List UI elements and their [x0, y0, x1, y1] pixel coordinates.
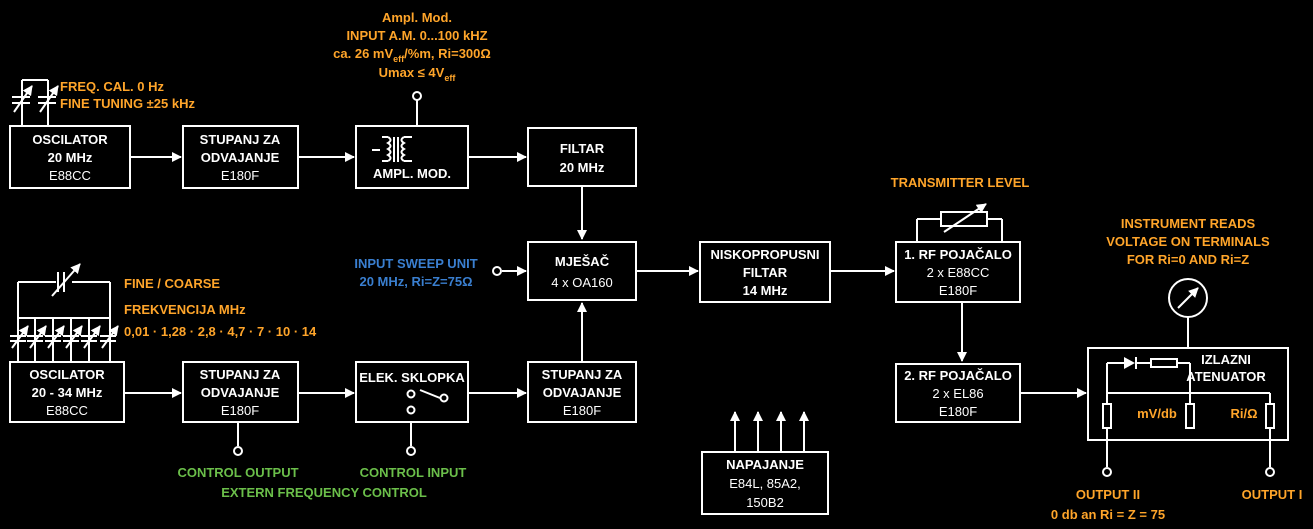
control-output-label: CONTROL OUTPUT — [177, 465, 298, 480]
psu-tubes-1: E84L, 85A2, — [729, 476, 801, 491]
buf3-tube: E180F — [563, 403, 601, 418]
capacitor-bank-icon — [10, 263, 119, 362]
buf1-line1: STUPANJ ZA — [200, 132, 281, 147]
sweep-label-2: 20 MHz, Ri=Z=75Ω — [359, 274, 472, 289]
atten-title-1: IZLAZNI — [1201, 352, 1251, 367]
rf1-tube2: E180F — [939, 283, 977, 298]
am-label-1: Ampl. Mod. — [382, 10, 452, 25]
sweep-label-1: INPUT SWEEP UNIT — [354, 256, 477, 271]
osc1-freq: 20 MHz — [48, 150, 93, 165]
oscillator-20mhz-block — [9, 125, 131, 189]
osc1-tube: E88CC — [49, 168, 91, 183]
am-input-terminal[interactable] — [412, 91, 422, 101]
ampl-mod-title: AMPL. MOD. — [373, 166, 451, 181]
osc1-title: OSCILATOR — [32, 132, 108, 147]
lpf-line2: FILTAR — [743, 265, 788, 280]
fine-coarse-label: FINE / COARSE — [124, 276, 220, 291]
transmitter-level-potentiometer-icon — [916, 203, 1003, 242]
osc2-tube: E88CC — [46, 403, 88, 418]
rf2-title: 2. RF POJAČALO — [904, 368, 1012, 383]
lpf-line3: 14 MHz — [743, 283, 788, 298]
osc2-title: OSCILATOR — [29, 367, 105, 382]
osc2-freq: 20 - 34 MHz — [32, 385, 103, 400]
control-output-terminal[interactable] — [233, 446, 243, 456]
transformer-icon — [372, 136, 412, 162]
buf1-tube: E180F — [221, 168, 259, 183]
ampl-mod-block — [355, 125, 469, 189]
control-input-terminal[interactable] — [406, 446, 416, 456]
attenuator-circuit-icon — [1102, 357, 1275, 429]
instrument-label-3: FOR Ri=0 AND Ri=Z — [1127, 252, 1249, 267]
psu-tubes-2: 150B2 — [746, 495, 784, 510]
buf3-line2: ODVAJANJE — [543, 385, 622, 400]
output-2-terminal[interactable] — [1102, 467, 1112, 477]
rf1-title: 1. RF POJAČALO — [904, 247, 1012, 262]
buf2-tube: E180F — [221, 403, 259, 418]
sweep-input-terminal[interactable] — [492, 266, 502, 276]
frekvencija-label: FREKVENCIJA MHz — [124, 302, 246, 317]
fine-tuning-label: FINE TUNING ±25 kHz — [60, 96, 195, 111]
buf2-line1: STUPANJ ZA — [200, 367, 281, 382]
atten-ri-label: Ri/Ω — [1230, 406, 1257, 421]
filtar-title: FILTAR — [560, 141, 605, 156]
psu-title: NAPAJANJE — [726, 457, 804, 472]
instrument-label-2: VOLTAGE ON TERMINALS — [1106, 234, 1270, 249]
lowpass-filter-block — [699, 241, 831, 303]
oscillator-20-34mhz-block — [9, 361, 125, 423]
meter-icon — [1168, 278, 1208, 350]
buf3-line1: STUPANJ ZA — [542, 367, 623, 382]
frequency-list-label: 0,01 · 1,28 · 2,8 · 4,7 · 7 · 10 · 14 — [124, 324, 317, 339]
extern-frequency-control-label: EXTERN FREQUENCY CONTROL — [221, 485, 427, 500]
buffer-stage-2-block — [182, 361, 299, 423]
rf2-tube1: 2 x EL86 — [932, 386, 983, 401]
power-supply-block — [701, 451, 829, 515]
atten-title-2: ATENUATOR — [1186, 369, 1266, 384]
filtar-freq: 20 MHz — [560, 160, 605, 175]
transmitter-level-label: TRANSMITTER LEVEL — [891, 175, 1030, 190]
switch-icon — [406, 389, 449, 415]
control-input-label: CONTROL INPUT — [360, 465, 467, 480]
output-1-label: OUTPUT I — [1242, 487, 1303, 502]
mixer-title: MJEŠAČ — [555, 254, 610, 269]
buf2-line2: ODVAJANJE — [201, 385, 280, 400]
filter-20mhz-block — [527, 127, 637, 187]
rf2-tube2: E180F — [939, 404, 977, 419]
freq-cal-capacitor-icon — [12, 79, 59, 126]
buf1-line2: ODVAJANJE — [201, 150, 280, 165]
output-2-impedance-label: 0 db an Ri = Z = 75 — [1051, 507, 1165, 522]
am-label-4: Umax ≤ 4Veff — [379, 65, 457, 83]
instrument-label-1: INSTRUMENT READS — [1121, 216, 1256, 231]
output-1-terminal[interactable] — [1265, 467, 1275, 477]
buffer-stage-3-block — [527, 361, 637, 423]
rf-amplifier-1-block — [895, 241, 1021, 303]
output-2-label: OUTPUT II — [1076, 487, 1140, 502]
switch-title: ELEK. SKLOPKA — [359, 370, 465, 385]
mixer-block — [527, 241, 637, 301]
mixer-diodes: 4 x OA160 — [551, 275, 612, 290]
am-label-3: ca. 26 mVeff/%m, Ri=300Ω — [333, 46, 491, 64]
freq-cal-label: FREQ. CAL. 0 Hz — [60, 79, 165, 94]
rf1-tube1: 2 x E88CC — [927, 265, 990, 280]
am-label-2: INPUT A.M. 0...100 kHZ — [346, 28, 487, 43]
buffer-stage-1-block — [182, 125, 299, 189]
atten-mv-db-label: mV/db — [1137, 406, 1177, 421]
lpf-line1: NISKOPROPUSNI — [710, 247, 819, 262]
